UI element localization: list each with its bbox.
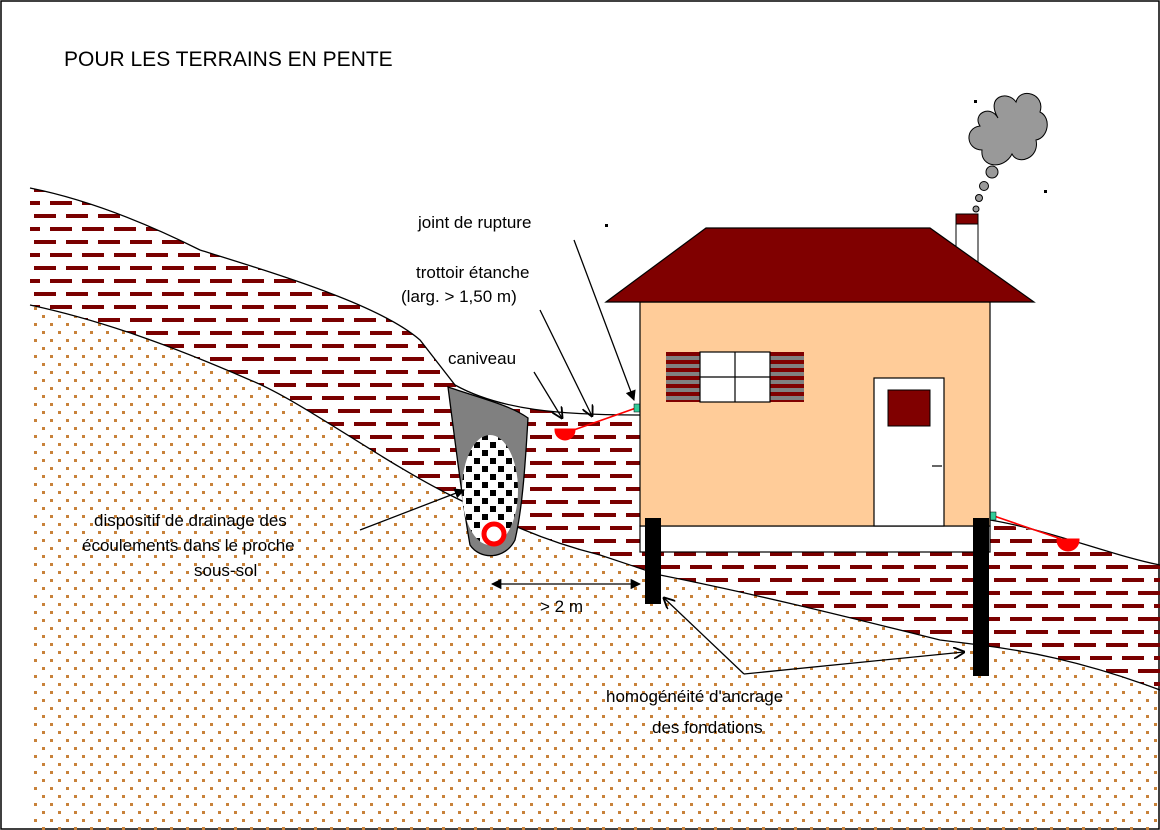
diagram-title: POUR LES TERRAINS EN PENTE xyxy=(64,48,393,71)
label-trottoir-line2: (larg. > 1,50 m) xyxy=(401,287,517,306)
label-trottoir-line1: trottoir étanche xyxy=(416,263,529,282)
label-joint: joint de rupture xyxy=(417,213,531,232)
shutter-right xyxy=(770,352,804,402)
label-caniveau: caniveau xyxy=(448,349,516,368)
label-drainage-line3: sous-sol xyxy=(194,561,257,580)
door-panel xyxy=(887,389,931,427)
arrow-caniveau xyxy=(533,371,562,418)
chimney-cap xyxy=(955,213,979,225)
arrow-ancrage-left xyxy=(664,598,745,675)
gutter-right xyxy=(1056,538,1080,552)
foundation-pile-right xyxy=(973,518,989,676)
drain-pipe-icon xyxy=(481,521,507,547)
label-drainage-line1: dispositif de drainage des xyxy=(94,511,287,530)
label-ancrage-line2: des fondations xyxy=(652,718,763,737)
arrow-drainage xyxy=(359,488,465,531)
arrow-joint xyxy=(573,239,636,401)
arrow-trottoir xyxy=(539,309,592,416)
expansion-joint-right xyxy=(989,511,997,521)
foundation-pile-left xyxy=(645,518,661,604)
house-roof xyxy=(604,227,1036,303)
arrow-ancrage-right xyxy=(743,652,964,675)
ground-surface-line xyxy=(29,187,641,416)
sidewalk-left xyxy=(567,407,637,433)
dot-mark xyxy=(605,224,608,227)
dot-mark xyxy=(974,100,977,103)
label-drainage-line2: écoulements dans le proche xyxy=(82,536,295,555)
soil-layer-clay xyxy=(30,188,1160,690)
sidewalk-right xyxy=(993,515,1065,541)
expansion-joint-left xyxy=(633,403,641,413)
smoke-icon xyxy=(968,92,1048,213)
dot-mark xyxy=(1044,190,1047,193)
soil-layer-sand xyxy=(30,305,1160,830)
gravel-fill-pattern xyxy=(462,435,518,545)
shutter-left xyxy=(666,352,700,402)
house-base-slab xyxy=(639,525,991,553)
label-ancrage-line1: homogénéité d'ancrage xyxy=(606,687,783,706)
label-distance: > 2 m xyxy=(540,597,583,616)
